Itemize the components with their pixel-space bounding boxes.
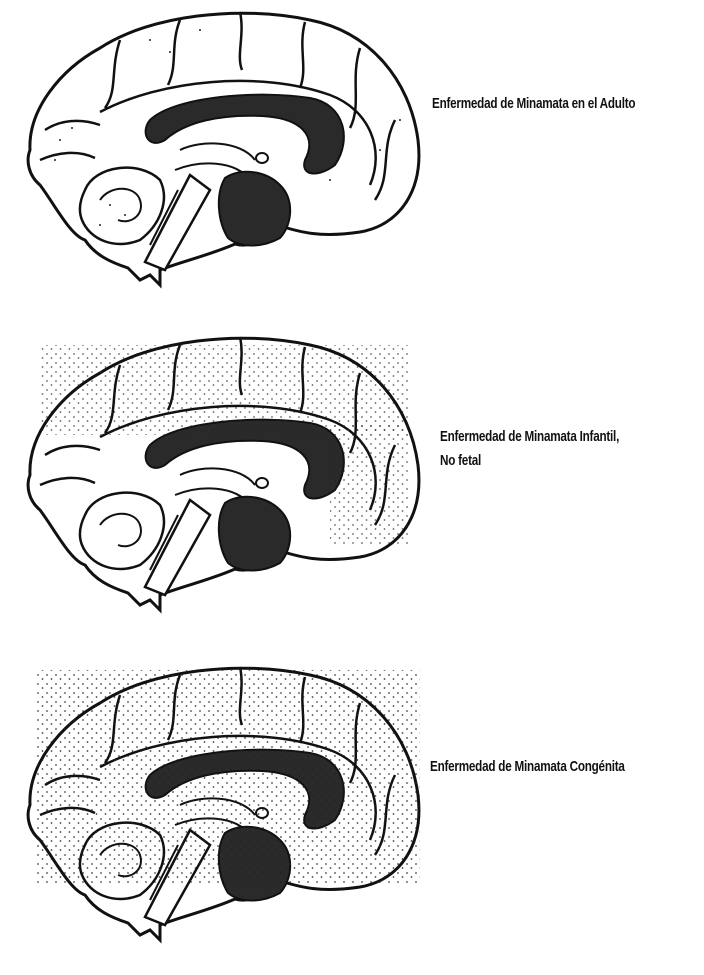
label-line: Enfermedad de Minamata en el Adulto bbox=[432, 92, 635, 116]
label-congenital: Enfermedad de Minamata Congénita bbox=[430, 755, 625, 779]
label-line: Enfermedad de Minamata Infantil, bbox=[440, 425, 619, 449]
label-adult: Enfermedad de Minamata en el Adulto bbox=[432, 92, 635, 116]
label-line: No fetal bbox=[440, 449, 619, 473]
label-infantile: Enfermedad de Minamata Infantil, No feta… bbox=[440, 425, 619, 473]
brain-diagram-infantile bbox=[0, 325, 440, 625]
label-line: Enfermedad de Minamata Congénita bbox=[430, 755, 625, 779]
panel-congenital: Enfermedad de Minamata Congénita bbox=[0, 655, 704, 975]
panel-infantile: Enfermedad de Minamata Infantil, No feta… bbox=[0, 325, 704, 645]
panel-adult: Enfermedad de Minamata en el Adulto bbox=[0, 0, 704, 320]
brain-diagram-adult bbox=[0, 0, 440, 300]
brain-diagram-congenital bbox=[0, 655, 440, 955]
